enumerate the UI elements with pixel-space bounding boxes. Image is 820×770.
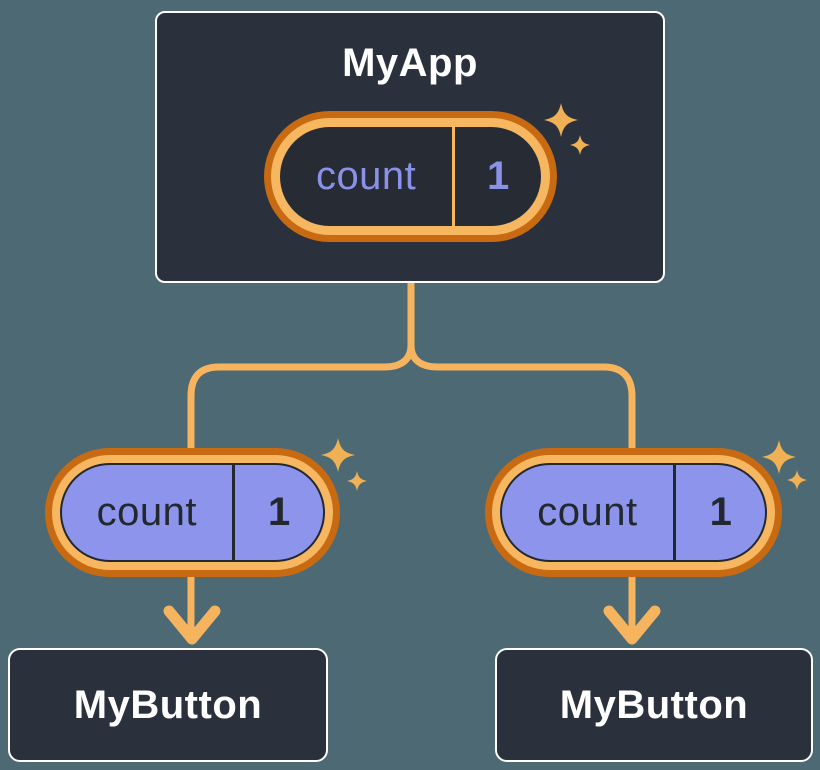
prop-pill-right: count 1 (485, 448, 782, 577)
pill-ring: count 1 (271, 118, 550, 235)
pill-ring: count 1 (52, 455, 333, 570)
arrow-down-icon (163, 605, 221, 645)
prop-name: count (537, 490, 638, 534)
node-mybutton-left: MyButton (8, 648, 328, 762)
pill-body: count 1 (280, 127, 541, 226)
prop-pill-left: count 1 (45, 448, 340, 577)
node-mybutton-right: MyButton (495, 648, 813, 762)
prop-name: count (96, 490, 197, 534)
state-pill: count 1 (264, 111, 557, 242)
pill-divider (452, 127, 456, 226)
prop-value: 1 (267, 490, 291, 534)
node-title: MyApp (342, 41, 478, 85)
prop-value: 1 (709, 490, 732, 534)
pill-ring: count 1 (492, 455, 775, 570)
pill-body: count 1 (500, 463, 767, 562)
node-myapp: MyApp count 1 (155, 11, 665, 283)
pill-body: count 1 (60, 463, 325, 562)
arrow-down-icon (603, 605, 661, 645)
node-title: MyButton (73, 682, 263, 727)
node-title: MyButton (559, 682, 749, 727)
state-name: count (315, 154, 417, 198)
pill-divider (672, 465, 677, 560)
state-value: 1 (487, 154, 510, 198)
